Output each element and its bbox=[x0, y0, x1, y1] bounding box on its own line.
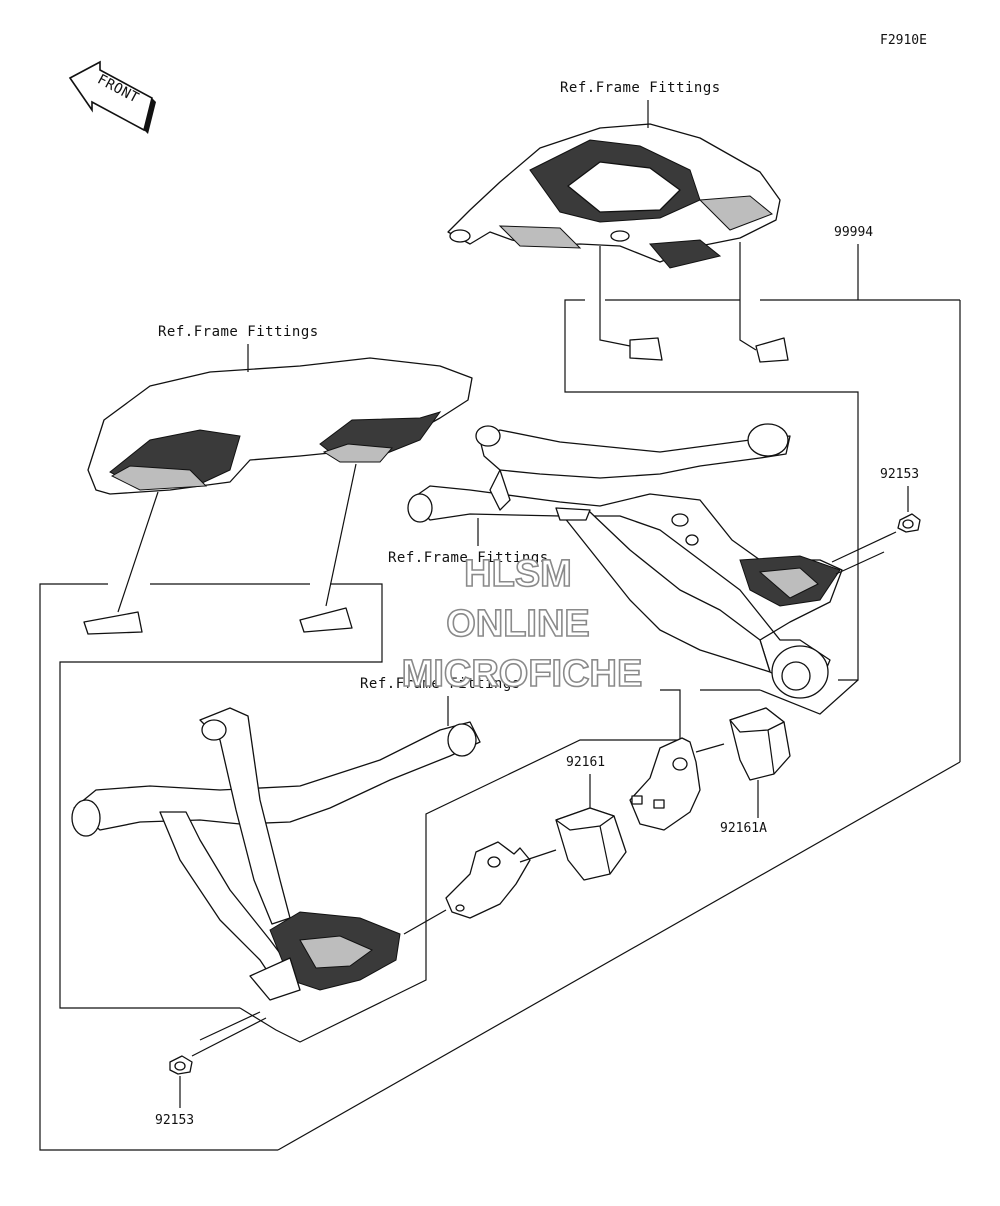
front-arrow-icon: FRONT bbox=[68, 60, 156, 134]
slider-block-right bbox=[729, 707, 791, 781]
part-number-kit: 99994 bbox=[834, 225, 873, 240]
part-number-slider-right: 92161A bbox=[720, 821, 767, 836]
watermark-line-3: MICROFICHE bbox=[402, 653, 643, 695]
watermark-line-2: ONLINE bbox=[446, 603, 590, 645]
part-number-bolt-left: 92153 bbox=[155, 1113, 194, 1128]
ref-label-top-right: Ref.Frame Fittings bbox=[560, 80, 721, 96]
pad-left-2 bbox=[299, 607, 353, 633]
part-number-slider-left: 92161 bbox=[566, 755, 605, 770]
part-number-bolt-right: 92153 bbox=[880, 467, 919, 482]
bolt-left-icon bbox=[169, 1055, 193, 1075]
pad-top-2 bbox=[755, 337, 789, 363]
bolt-right-icon bbox=[897, 513, 921, 533]
frame-fitting-top-right bbox=[447, 123, 781, 300]
watermark-line-1: HLSM bbox=[464, 553, 572, 595]
slider-plate-left bbox=[445, 841, 531, 919]
frame-fitting-left bbox=[87, 357, 473, 495]
ref-label-center: Ref.Frame Fittings bbox=[388, 550, 549, 566]
ref-label-lower-left: Ref.Frame Fittings bbox=[360, 676, 521, 692]
frame-bracket-left bbox=[71, 707, 481, 1001]
ref-label-left: Ref.Frame Fittings bbox=[158, 324, 319, 340]
slider-block-left bbox=[555, 807, 627, 881]
pad-left-1 bbox=[83, 611, 143, 635]
slider-plate-right bbox=[629, 737, 701, 831]
pad-top-1 bbox=[629, 337, 663, 361]
frame-bracket-right bbox=[407, 423, 843, 699]
diagram-code: F2910E bbox=[880, 33, 927, 48]
